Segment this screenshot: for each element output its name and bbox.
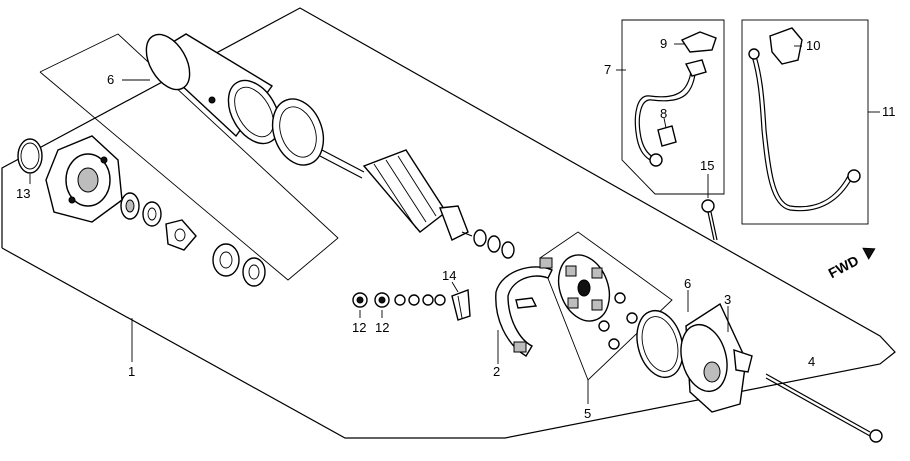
terminal-washers (394, 294, 446, 306)
brush-holder-2 (495, 257, 553, 357)
fwd-arrow-icon (862, 247, 876, 260)
armature (319, 149, 473, 241)
bearing (120, 192, 140, 220)
motor-case (145, 33, 281, 145)
callout-12-b: 12 (375, 320, 389, 335)
callout-4: 4 (808, 354, 815, 369)
cap-8 (657, 125, 677, 147)
callout-12-a: 12 (352, 320, 366, 335)
oil-seal (142, 201, 162, 227)
nut-12-b (374, 292, 390, 308)
callout-10: 10 (806, 38, 820, 53)
nut-12-a (352, 292, 368, 308)
armature-washers (473, 229, 515, 259)
callout-13: 13 (16, 186, 30, 201)
washer-small (242, 257, 266, 287)
cable-11 (748, 48, 861, 212)
magnet-ring (271, 98, 325, 166)
rear-cover-3 (680, 302, 753, 413)
callout-6-case: 6 (107, 72, 114, 87)
front-cover (45, 135, 123, 223)
callout-2: 2 (493, 364, 500, 379)
callout-8: 8 (660, 106, 667, 121)
front-group-outline (39, 33, 339, 281)
callout-6-ring: 6 (684, 276, 691, 291)
brush-plate (557, 254, 611, 322)
cable-7-group-outline (621, 19, 725, 195)
fwd-indicator: FWD (826, 247, 876, 281)
callout-1: 1 (128, 364, 135, 379)
callout-7: 7 (604, 62, 611, 77)
callout-11: 11 (882, 104, 896, 119)
brush-holder-group-outline (539, 231, 673, 381)
washer-large (212, 243, 240, 277)
through-bolt-4 (765, 373, 883, 443)
brush-group-hardware (598, 292, 638, 350)
leader-lines (29, 43, 880, 404)
terminal-boot-9 (680, 31, 717, 53)
assembly-outline (1, 7, 896, 439)
fwd-label: FWD (826, 252, 862, 281)
bolt-15 (701, 199, 718, 241)
cable-11-group-outline (741, 19, 869, 225)
o-ring-13 (17, 138, 43, 174)
callout-3: 3 (724, 292, 731, 307)
lock-plate (165, 219, 197, 251)
cable-7 (634, 59, 707, 167)
callout-5: 5 (584, 406, 591, 421)
callout-15: 15 (700, 158, 714, 173)
o-ring-6 (636, 309, 684, 379)
callout-14: 14 (442, 268, 456, 283)
callout-9: 9 (660, 36, 667, 51)
insulator-14 (451, 289, 471, 321)
terminal-boot-10 (769, 27, 803, 65)
